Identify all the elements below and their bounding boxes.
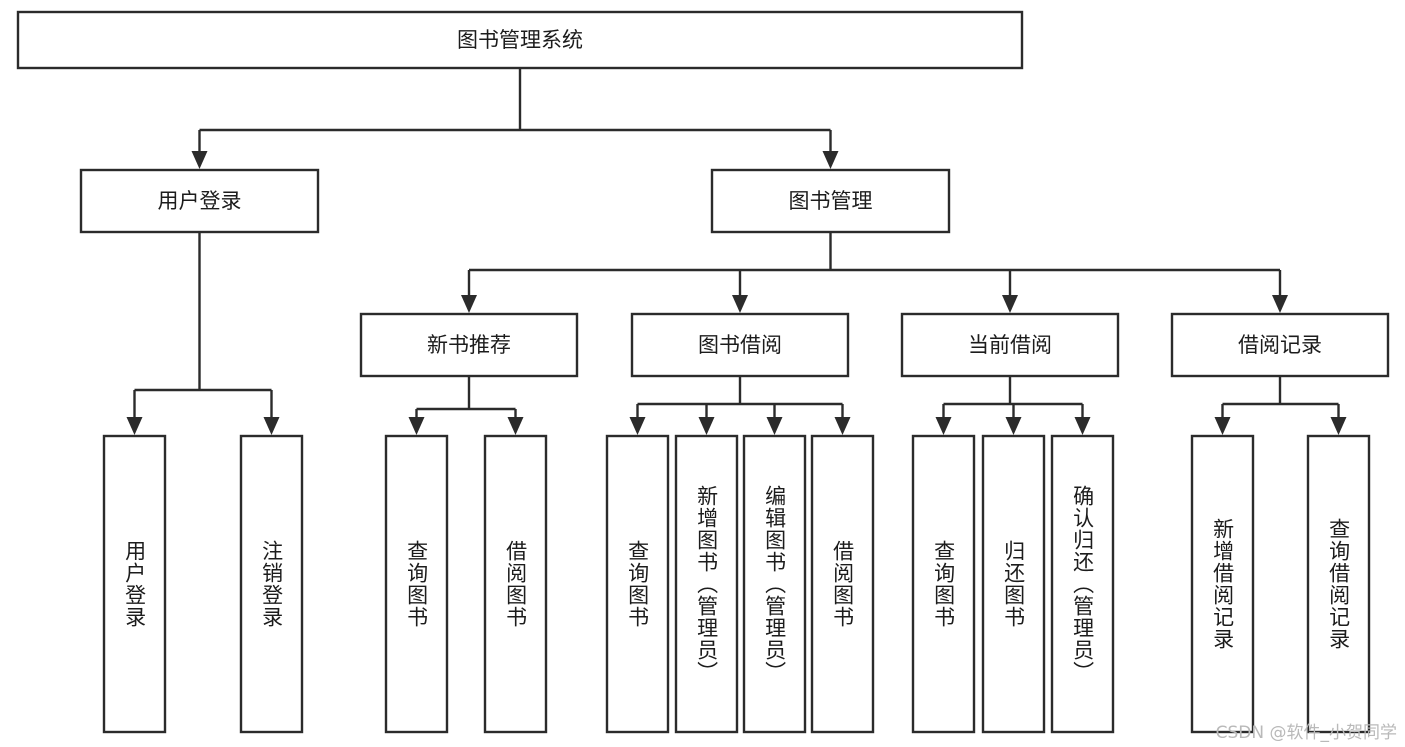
node-leaf-5[interactable] [674, 434, 739, 734]
arrow-head-icon [1005, 417, 1022, 435]
node-leaf-7[interactable] [810, 434, 875, 734]
arrow-head-icon [1330, 417, 1347, 435]
connectors-layer [126, 68, 1347, 435]
arrow-head-icon [732, 295, 748, 313]
node-level3-0-label: 新书推荐 [427, 333, 511, 357]
node-level3-3[interactable] [1170, 312, 1390, 378]
arrow-head-icon [507, 417, 524, 435]
arrow-head-icon [263, 417, 280, 435]
node-level3-1[interactable] [630, 312, 850, 378]
arrow-head-icon [191, 151, 208, 169]
arrow-head-icon [1214, 417, 1231, 435]
arrow-head-icon [1272, 295, 1288, 313]
arrow-head-icon [408, 417, 425, 435]
node-level2-0[interactable] [79, 168, 320, 234]
node-level2-1[interactable] [710, 168, 951, 234]
node-leaf-6[interactable] [742, 434, 807, 734]
node-root[interactable] [16, 10, 1024, 70]
node-level3-2-label: 当前借阅 [968, 333, 1052, 357]
node-leaf-0[interactable] [102, 434, 167, 734]
node-leaf-1[interactable] [239, 434, 304, 734]
arrow-head-icon [766, 417, 783, 435]
node-level3-0[interactable] [359, 312, 579, 378]
node-level3-2[interactable] [900, 312, 1120, 378]
watermark-text: CSDN @软件_小贺同学 [1215, 723, 1397, 743]
arrow-head-icon [629, 417, 646, 435]
node-leaf-4[interactable] [605, 434, 670, 734]
node-level2-1-label: 图书管理 [789, 189, 873, 213]
arrow-head-icon [822, 151, 839, 169]
node-leaf-3[interactable] [483, 434, 548, 734]
node-root-label: 图书管理系统 [457, 28, 583, 52]
arrow-head-icon [935, 417, 952, 435]
arrow-head-icon [698, 417, 715, 435]
node-level3-3-label: 借阅记录 [1238, 333, 1322, 357]
node-leaf-11[interactable] [1190, 434, 1255, 734]
node-leaf-9[interactable] [981, 434, 1046, 734]
node-leaf-2[interactable] [384, 434, 449, 734]
node-leaf-8[interactable] [911, 434, 976, 734]
node-level2-0-label: 用户登录 [158, 189, 242, 213]
arrow-head-icon [461, 295, 477, 313]
node-leaf-10[interactable] [1050, 434, 1115, 734]
node-level3-1-label: 图书借阅 [698, 333, 782, 357]
boxes-layer [16, 10, 1390, 734]
arrow-head-icon [834, 417, 851, 435]
arrow-head-icon [1074, 417, 1091, 435]
node-leaf-12[interactable] [1306, 434, 1371, 734]
arrow-head-icon [126, 417, 143, 435]
arrow-head-icon [1002, 295, 1018, 313]
